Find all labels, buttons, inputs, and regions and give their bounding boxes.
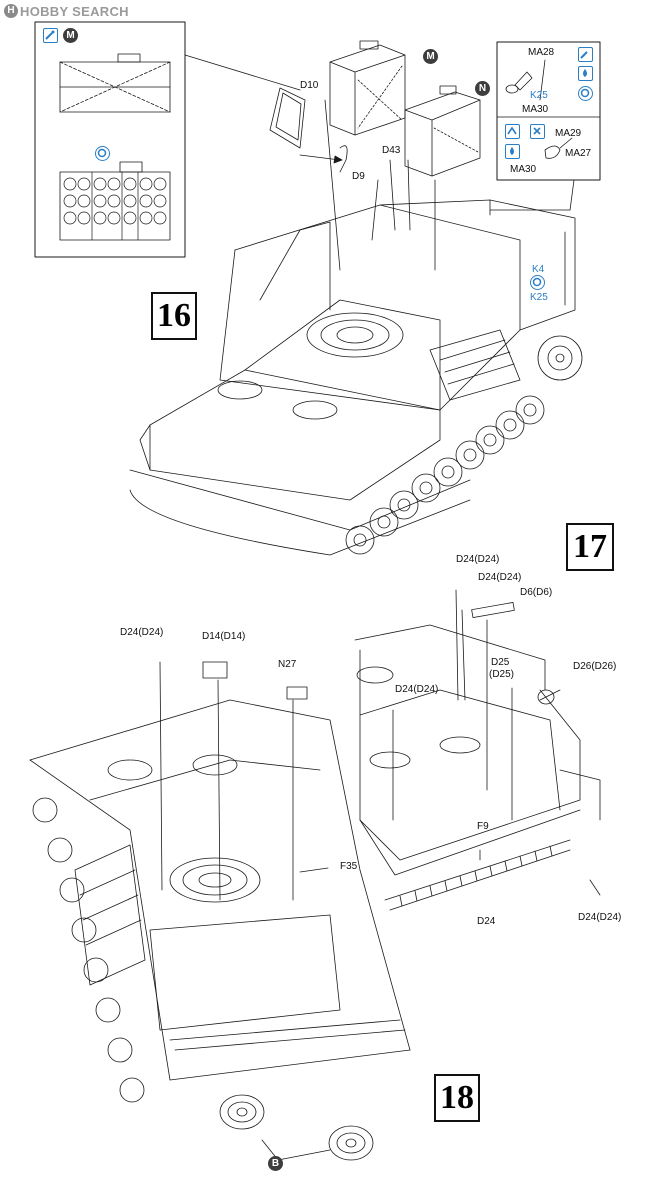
label-s17-d24-a: D24(D24) [456, 554, 500, 565]
label-s17-d24-c: D24(D24) [395, 684, 439, 695]
label-s18-f35: F35 [340, 861, 358, 872]
label-s17-d26: D26(D26) [573, 661, 617, 672]
label-s17-d6: D6(D6) [520, 587, 553, 598]
part-d9 [339, 145, 348, 173]
label-s18-d14: D14(D14) [202, 631, 246, 642]
glue-icon [578, 66, 593, 81]
label-s18-d24: D24(D24) [120, 627, 164, 638]
hobby-search-logo-icon: H [4, 4, 18, 18]
badge-n: N [475, 81, 490, 96]
step16-road-wheels [345, 335, 583, 555]
label-s17-d24: D24 [477, 916, 496, 927]
label-s17-d24-b: D24(D24) [478, 572, 522, 583]
step-number-17: 17 [566, 523, 614, 571]
rotate-icon [578, 86, 593, 101]
label-s17-f9: F9 [477, 821, 489, 832]
step16-hull [129, 199, 576, 556]
part-d14 [202, 661, 228, 679]
part-ammo-box-m [329, 40, 406, 136]
label-s17-d25: D25 [491, 657, 510, 668]
label-d43: D43 [382, 145, 401, 156]
label-k25-lower: K25 [530, 292, 548, 303]
label-d10: D10 [300, 80, 319, 91]
label-s17-d25-paren: (D25) [489, 669, 515, 680]
inset-box-ma-parts [496, 41, 601, 181]
paint-brush-icon [43, 28, 58, 43]
step18-hull [29, 699, 411, 1081]
label-s18-n27: N27 [278, 659, 297, 670]
inset-crate-rounds [59, 161, 171, 241]
glue-icon [505, 144, 520, 159]
label-k25: K25 [530, 90, 548, 101]
part-d26 [537, 689, 555, 705]
rotate-icon [530, 275, 545, 290]
step-number-16: 16 [151, 292, 197, 340]
step18-idler-wheels [219, 1094, 374, 1161]
part-n27 [286, 686, 308, 700]
step-number-18: 18 [434, 1074, 480, 1122]
badge-b: B [268, 1156, 283, 1171]
label-ma30-lower: MA30 [510, 164, 537, 175]
cut-icon [530, 124, 545, 139]
part-d6 [471, 602, 515, 618]
inset-box-ammo-crate [34, 21, 186, 258]
label-d9: D9 [352, 171, 365, 182]
label-ma28: MA28 [528, 47, 555, 58]
step18-road-wheels [32, 797, 145, 1103]
paint-brush-icon [578, 47, 593, 62]
reverse-arrow-icon [505, 124, 520, 139]
label-ma27: MA27 [565, 148, 592, 159]
part-d10-frame [269, 87, 306, 149]
badge-m-inset: M [63, 28, 78, 43]
hobby-search-watermark: H HOBBY SEARCH [4, 3, 129, 19]
label-k4: K4 [532, 264, 545, 275]
label-s17-d24-d: D24(D24) [578, 912, 622, 923]
label-ma29: MA29 [555, 128, 582, 139]
part-box-n [404, 85, 481, 177]
rotate-icon [95, 146, 110, 161]
step17-hull [354, 624, 601, 911]
watermark-text: HOBBY SEARCH [20, 3, 129, 19]
badge-m-main: M [423, 49, 438, 64]
inset-crate-side [59, 53, 171, 113]
label-ma30: MA30 [522, 104, 549, 115]
